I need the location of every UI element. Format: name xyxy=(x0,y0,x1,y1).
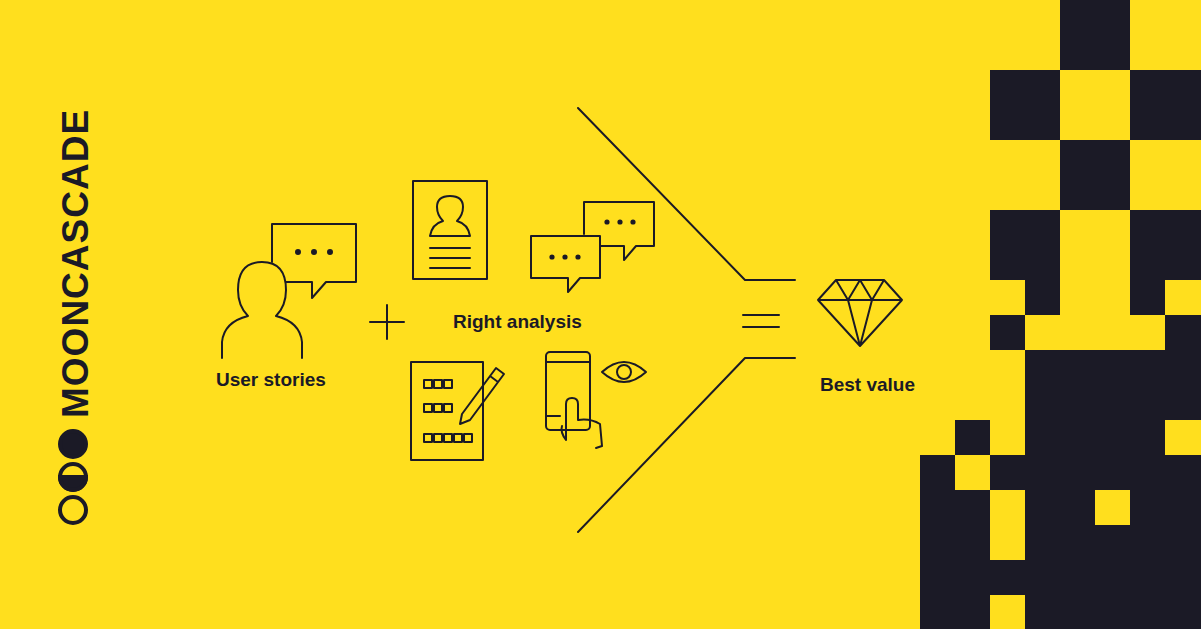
funnel-lines xyxy=(578,108,795,532)
profile-card-icon xyxy=(413,181,487,279)
phone-touch-icon xyxy=(546,352,646,448)
checker-pattern xyxy=(920,0,1201,629)
user-icon xyxy=(222,224,356,358)
equals-sign xyxy=(743,315,779,327)
group-label: User stories xyxy=(216,369,326,391)
brand-name: MOONCASCADE xyxy=(55,109,97,418)
chat-bubbles-icon xyxy=(531,202,654,292)
checklist-icon xyxy=(411,362,504,460)
logo-circles xyxy=(60,431,86,523)
plus-sign xyxy=(370,305,404,339)
result-label: Best value xyxy=(820,374,915,396)
diamond-icon xyxy=(818,280,902,346)
group-label: Right analysis xyxy=(453,311,582,333)
